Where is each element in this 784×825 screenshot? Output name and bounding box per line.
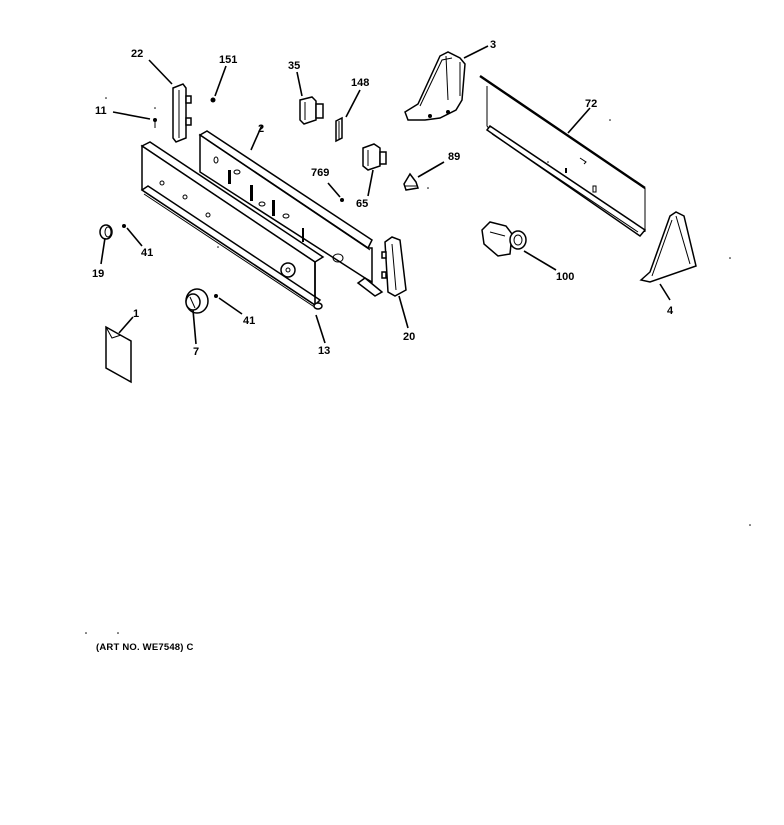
callout-65: 65 (356, 198, 369, 210)
callout-41-upper: 41 (141, 247, 154, 259)
part-41-clip-upper (122, 224, 143, 247)
part-4-bracket (639, 211, 697, 301)
background-specks (85, 97, 751, 634)
part-72-panel (479, 75, 647, 238)
part-100-timer (481, 221, 557, 271)
part-3-bracket (404, 45, 489, 121)
part-89-connector (403, 161, 445, 191)
callout-100: 100 (556, 271, 575, 283)
part-41-clip-lower (214, 294, 243, 315)
callout-2: 2 (258, 123, 265, 135)
part-1-literature (105, 316, 134, 384)
callout-4: 4 (667, 305, 674, 317)
callout-7: 7 (193, 346, 200, 358)
part-20-end-cap (381, 236, 409, 329)
callout-19: 19 (92, 268, 105, 280)
part-769-screw (327, 182, 344, 202)
callout-72: 72 (585, 98, 598, 110)
part-65-switch (362, 143, 387, 197)
art-number: (ART NO. WE7548) C (96, 642, 194, 653)
part-7-knob (185, 288, 209, 345)
part-35-switch (296, 71, 324, 125)
callout-13: 13 (318, 345, 331, 357)
callout-89: 89 (448, 151, 461, 163)
callout-1: 1 (133, 308, 140, 320)
callout-41-lower: 41 (243, 315, 256, 327)
part-22-end-cap (148, 59, 192, 143)
part-151-screw (210, 65, 227, 103)
part-19-knob (99, 224, 113, 265)
part-2-bracket (198, 124, 384, 297)
callout-22: 22 (131, 48, 144, 60)
part-11-screw (112, 111, 157, 128)
callout-151: 151 (219, 54, 238, 66)
callout-35: 35 (288, 60, 301, 72)
callout-148: 148 (351, 77, 370, 89)
part-13-control-panel (140, 141, 326, 344)
callout-11: 11 (95, 105, 107, 117)
callout-20: 20 (403, 331, 416, 343)
part-148-clip (335, 89, 361, 143)
callout-3: 3 (490, 39, 497, 51)
callout-769: 769 (311, 167, 330, 179)
